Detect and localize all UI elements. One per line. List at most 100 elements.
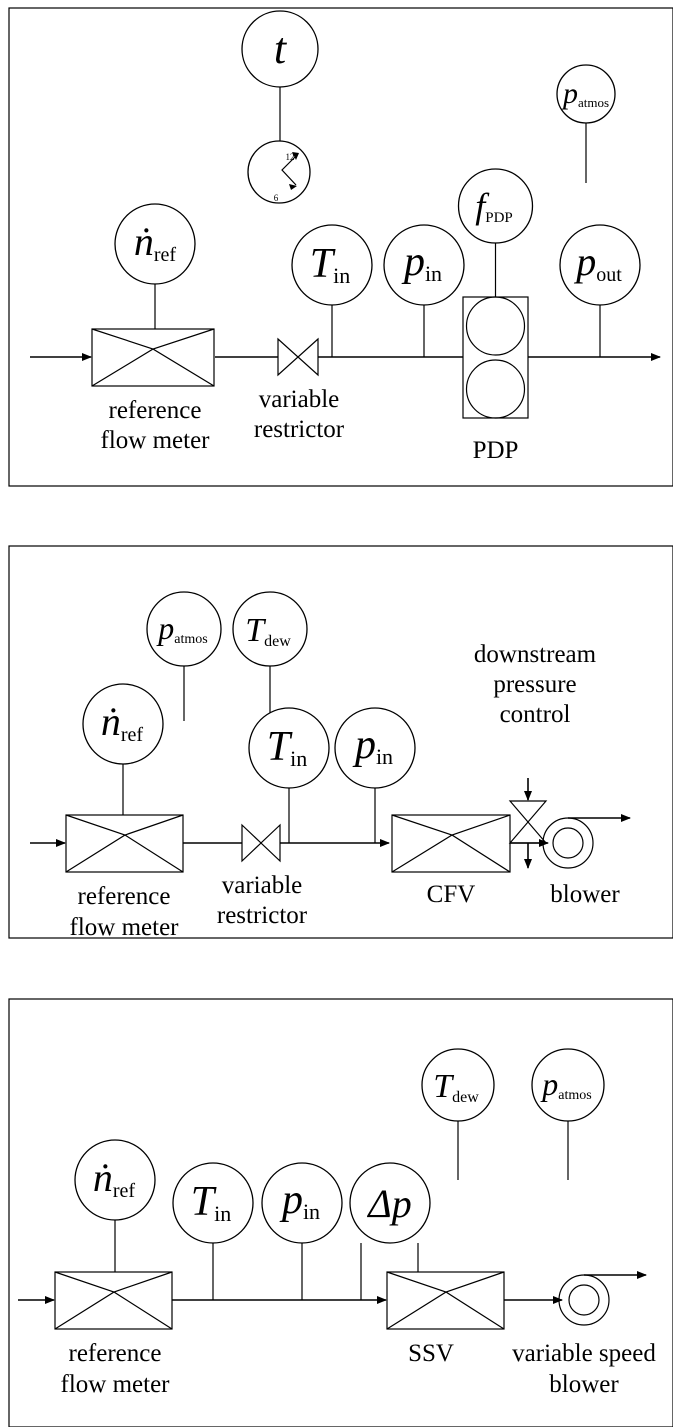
p-in-sensor: pin	[334, 707, 416, 789]
svg-text:ṅref: ṅref	[101, 699, 144, 746]
p-atmos-subscript: atmos	[578, 95, 609, 110]
t-dew-subscript: dew	[452, 1089, 479, 1106]
t-in-symbol: T	[191, 1179, 217, 1225]
panel-a: t 12 6 patmos ṅref Tin	[8, 7, 673, 487]
p-in-symbol: p	[401, 239, 425, 285]
label-reference: reference	[109, 397, 202, 424]
p-atmos-sensor: patmos	[556, 64, 616, 124]
panel-b: patmos Tdew ṅref Tin	[8, 545, 673, 941]
time-sensor: t	[241, 10, 319, 88]
t-in-sensor: Tin	[248, 707, 330, 789]
svg-text:patmos: patmos	[561, 77, 609, 110]
t-in-subscript: in	[290, 746, 307, 771]
p-in-symbol: p	[279, 1177, 303, 1223]
label-flow-meter: flow meter	[70, 914, 180, 941]
panel-c-frame	[8, 998, 673, 1427]
t-in-symbol: T	[267, 724, 293, 770]
reference-flow-meter-icon	[54, 1271, 173, 1330]
n-ref-subscript: ref	[113, 1180, 136, 1202]
label-control: control	[500, 701, 571, 728]
svg-text:Tdew: Tdew	[433, 1068, 479, 1106]
p-atmos-subscript: atmos	[174, 632, 207, 647]
t-dew-subscript: dew	[264, 633, 291, 650]
t-in-sensor: Tin	[291, 224, 373, 306]
n-ref-symbol: ṅ	[101, 699, 121, 744]
clock-icon: 12 6	[247, 140, 311, 204]
p-in-subscript: in	[376, 744, 393, 769]
label-variable: variable	[259, 386, 340, 413]
label-variable-speed: variable speed	[512, 1340, 656, 1367]
f-pdp-sensor: fPDP	[457, 168, 534, 244]
p-in-sensor: pin	[383, 224, 465, 306]
panel-b-frame	[8, 545, 673, 939]
n-ref-subscript: ref	[154, 244, 177, 266]
p-in-subscript: in	[303, 1199, 320, 1224]
svg-text:pout: pout	[573, 239, 622, 286]
p-atmos-symbol: p	[156, 610, 174, 646]
label-restrictor: restrictor	[217, 902, 308, 929]
t-dew-sensor: Tdew	[232, 591, 308, 667]
pressure-control-valve-icon	[508, 800, 548, 844]
svg-text:pin: pin	[352, 722, 393, 769]
cfv-icon	[391, 814, 511, 873]
p-atmos-sensor: patmos	[531, 1048, 605, 1122]
p-atmos-subscript: atmos	[558, 1088, 591, 1103]
svg-text:pin: pin	[279, 1177, 320, 1224]
label-variable: variable	[222, 872, 303, 899]
p-atmos-sensor: patmos	[146, 591, 222, 667]
label-pressure: pressure	[493, 671, 576, 698]
svg-text:Tdew: Tdew	[245, 612, 291, 650]
pdp-icon	[462, 296, 529, 419]
p-out-symbol: p	[573, 239, 596, 284]
label-ssv: SSV	[408, 1340, 454, 1367]
p-in-subscript: in	[425, 261, 442, 286]
blower-icon	[542, 814, 631, 869]
panel-a-frame	[8, 7, 673, 487]
n-ref-sensor: ṅref	[82, 683, 164, 765]
label-restrictor: restrictor	[254, 416, 345, 443]
p-out-sensor: pout	[559, 224, 641, 306]
svg-text:pin: pin	[401, 239, 442, 286]
ssv-icon	[386, 1271, 505, 1330]
p-atmos-symbol: p	[561, 77, 578, 110]
clock-label-6: 6	[274, 193, 279, 203]
n-ref-symbol: ṅ	[134, 219, 154, 264]
t-in-subscript: in	[333, 263, 350, 288]
variable-speed-blower-icon	[558, 1271, 647, 1326]
svg-text:Tin: Tin	[310, 241, 350, 288]
label-flow-meter: flow meter	[61, 1371, 171, 1398]
svg-text:patmos: patmos	[540, 1066, 591, 1103]
reference-flow-meter-icon	[65, 814, 184, 873]
svg-text:ṅref: ṅref	[134, 219, 177, 266]
label-cfv: CFV	[427, 881, 476, 908]
label-reference: reference	[78, 883, 171, 910]
p-atmos-symbol: p	[540, 1066, 558, 1102]
f-pdp-subscript: PDP	[485, 210, 513, 226]
restrictor-valve-icon	[277, 337, 319, 377]
svg-text:fPDP: fPDP	[475, 186, 513, 226]
n-ref-subscript: ref	[121, 724, 144, 746]
svg-text:patmos: patmos	[156, 610, 207, 647]
svg-text:ṅref: ṅref	[93, 1155, 136, 1202]
t-dew-symbol: T	[433, 1068, 454, 1105]
time-sensor-symbol: t	[274, 24, 288, 73]
svg-text:Tin: Tin	[191, 1179, 231, 1226]
p-in-symbol: p	[352, 722, 376, 768]
t-in-sensor: Tin	[172, 1162, 254, 1244]
label-downstream: downstream	[474, 641, 597, 668]
p-in-sensor: pin	[261, 1162, 343, 1244]
delta-p-sensor: Δp	[349, 1162, 431, 1244]
restrictor-valve-icon	[241, 823, 281, 863]
t-in-subscript: in	[214, 1201, 231, 1226]
svg-text:Tin: Tin	[267, 724, 307, 771]
label-blower: blower	[549, 1371, 619, 1398]
clock-label-12: 12	[286, 152, 295, 162]
t-dew-sensor: Tdew	[421, 1048, 495, 1122]
reference-flow-meter-icon	[91, 328, 215, 387]
t-in-symbol: T	[310, 241, 336, 287]
panel-c: Tdew patmos ṅref Tin	[8, 998, 673, 1427]
n-ref-sensor: ṅref	[114, 203, 196, 285]
delta-p-symbol: Δp	[366, 1181, 411, 1226]
p-out-subscript: out	[596, 264, 622, 286]
label-flow-meter: flow meter	[101, 427, 211, 454]
